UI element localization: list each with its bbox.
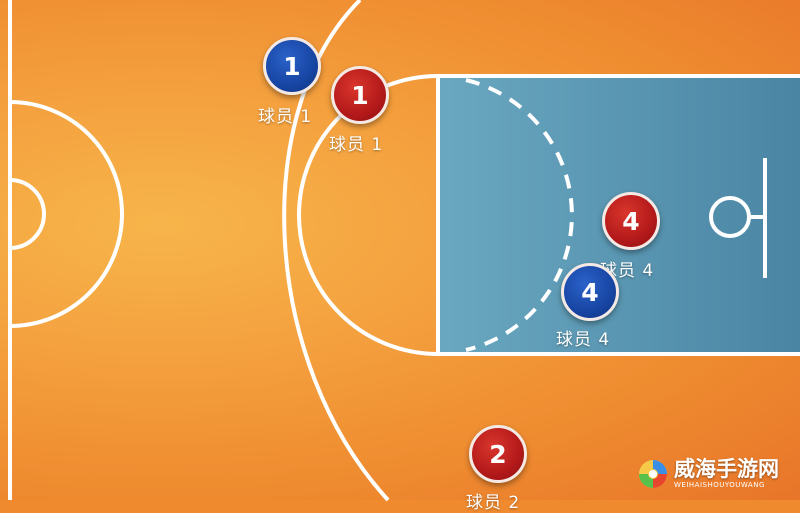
center-circle bbox=[9, 100, 124, 328]
watermark-title: 威海手游网 bbox=[674, 457, 779, 481]
player-red-1: 1 球员 1 bbox=[329, 66, 389, 155]
player-number: 1 bbox=[351, 80, 369, 110]
player-token[interactable]: 4 bbox=[602, 192, 660, 250]
free-throw-circle-dashed bbox=[465, 78, 574, 352]
player-token[interactable]: 2 bbox=[469, 425, 527, 483]
player-blue-4: 4 球员 4 bbox=[556, 263, 619, 350]
player-token[interactable]: 4 bbox=[561, 263, 619, 321]
watermark: 威海手游网 WEIHAISHOUYOUWANG bbox=[636, 452, 794, 496]
watermark-text: 威海手游网 WEIHAISHOUYOUWANG bbox=[674, 458, 779, 490]
player-token[interactable]: 1 bbox=[331, 66, 389, 124]
watermark-subtitle: WEIHAISHOUYOUWANG bbox=[674, 481, 765, 489]
court-lines bbox=[8, 0, 800, 502]
player-token[interactable]: 1 bbox=[263, 37, 321, 95]
three-point-arc bbox=[282, 0, 390, 502]
player-number: 4 bbox=[581, 277, 599, 307]
player-number: 2 bbox=[489, 439, 507, 469]
swirl-logo-icon bbox=[639, 460, 667, 488]
player-number: 4 bbox=[622, 206, 640, 236]
center-circle-inner bbox=[9, 178, 46, 250]
player-number: 1 bbox=[283, 51, 301, 81]
